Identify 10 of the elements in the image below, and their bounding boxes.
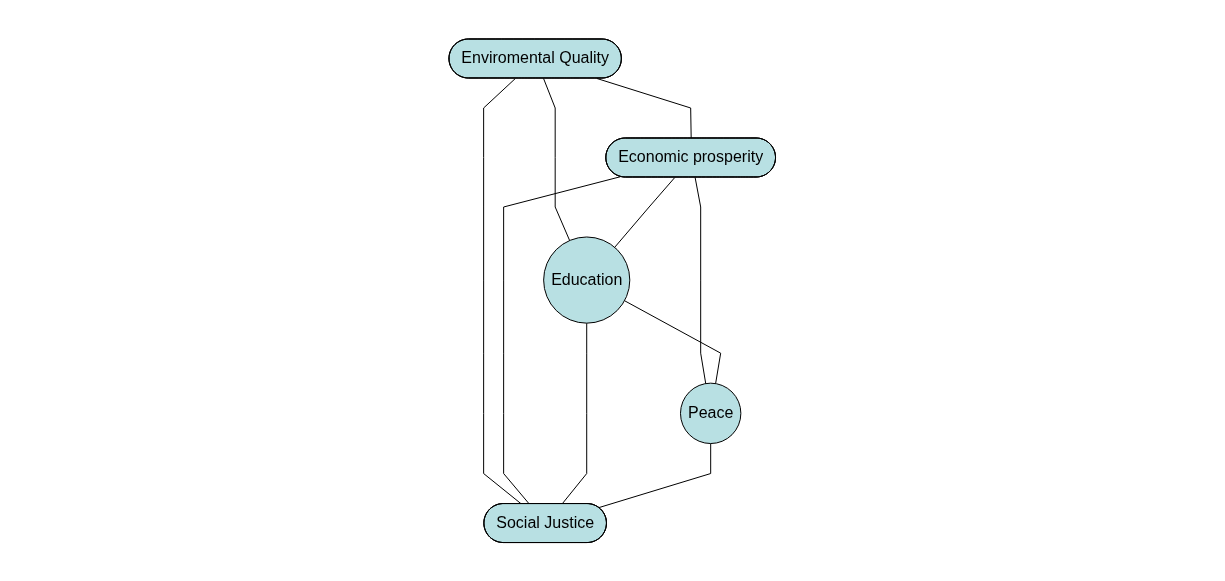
connector: [561, 322, 588, 505]
connector: [543, 77, 571, 241]
connector: [598, 442, 712, 508]
connector: [694, 176, 707, 384]
connector: [614, 176, 676, 248]
connector: [596, 77, 692, 139]
connector: [503, 175, 622, 505]
node-circle: Education: [543, 236, 631, 324]
connector: [624, 299, 722, 384]
node-circle: Peace: [680, 382, 742, 444]
